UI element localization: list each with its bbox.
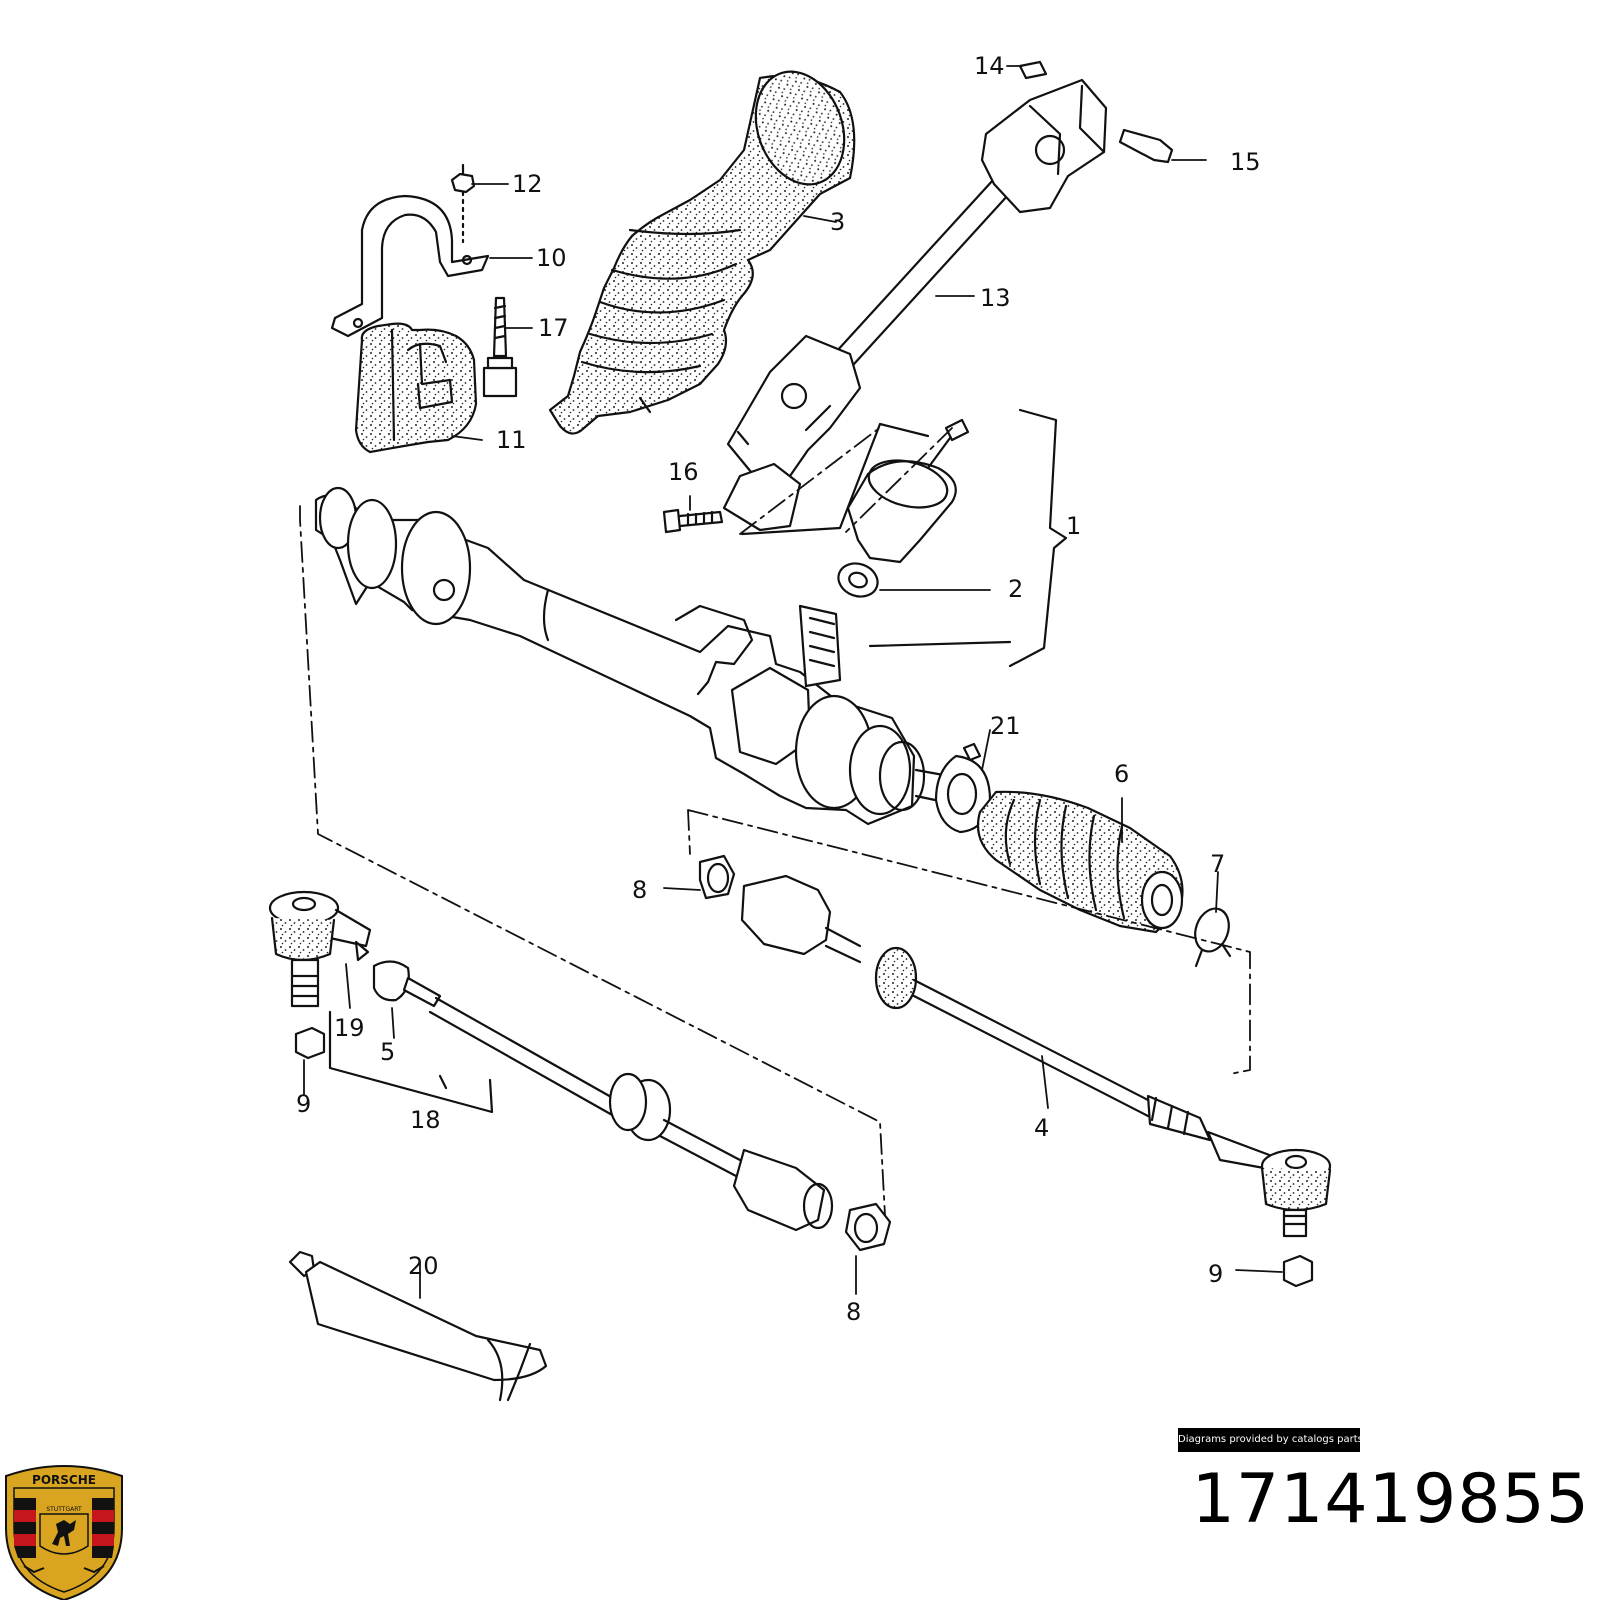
mounting-clamp-part (330, 194, 490, 338)
callout-5: 5 (380, 1038, 395, 1066)
callout-19: 19 (334, 1014, 365, 1042)
callout-leader-lines (303, 65, 1283, 1299)
group-outline-lines (299, 425, 1251, 1237)
callout-6: 6 (1114, 760, 1129, 788)
callout-9-left: 9 (296, 1090, 311, 1118)
callout-12: 12 (512, 170, 543, 198)
callout-14: 14 (974, 52, 1005, 80)
porsche-crest-logo (5, 1465, 123, 1600)
part-number: 171419855 (1191, 1460, 1590, 1539)
castle-nut-part-right (1282, 1254, 1314, 1288)
callout-18: 18 (410, 1106, 441, 1134)
callout-17: 17 (538, 314, 569, 342)
callout-3: 3 (830, 208, 845, 236)
crest-city-lettering: STUTTGART (46, 1506, 82, 1513)
callout-20: 20 (408, 1252, 439, 1280)
assembly-bracket-18 (328, 1010, 494, 1114)
callout-7: 7 (1210, 850, 1225, 878)
callout-2: 2 (1008, 575, 1023, 603)
callout-1: 1 (1066, 512, 1081, 540)
boot-clip-part (1194, 907, 1232, 968)
tie-rod-right-part (740, 874, 1332, 1238)
clamp-bolt-part (662, 508, 724, 534)
callout-8-lower: 8 (846, 1298, 861, 1326)
locknut-part-upper (698, 854, 736, 900)
callout-10: 10 (536, 244, 567, 272)
callout-13: 13 (980, 284, 1011, 312)
pinion-cap-part (740, 418, 970, 564)
callout-4: 4 (1034, 1114, 1049, 1142)
callout-15: 15 (1230, 148, 1261, 176)
rack-housing-part (314, 486, 962, 826)
callout-16: 16 (668, 458, 699, 486)
locknut-part-lower (844, 1202, 892, 1252)
credit-badge: Diagrams provided by catalogs parts (1178, 1428, 1360, 1452)
pinion-bearing-part (837, 562, 879, 598)
tie-rod-left-part (268, 890, 834, 1232)
callout-labels: 1 2 3 4 5 6 7 8 8 9 9 10 11 12 13 14 15 … (296, 52, 1261, 1326)
callout-11: 11 (496, 426, 527, 454)
callout-9-right: 9 (1208, 1260, 1223, 1288)
rack-bellows-part (976, 790, 1184, 934)
grease-tube-part (288, 1250, 548, 1402)
nut-part (450, 163, 476, 244)
lock-plate-part (934, 742, 992, 834)
assembly-bracket-1 (868, 408, 1068, 668)
bushing-bolt-part (482, 296, 518, 398)
callout-8-upper: 8 (632, 876, 647, 904)
steering-shaft-part (722, 60, 1174, 532)
callout-21: 21 (990, 712, 1021, 740)
castle-nut-part-left (294, 1026, 326, 1060)
steering-boot-part (548, 70, 856, 435)
rubber-bushing-part (354, 322, 478, 454)
crest-brand-lettering: PORSCHE (32, 1473, 96, 1487)
